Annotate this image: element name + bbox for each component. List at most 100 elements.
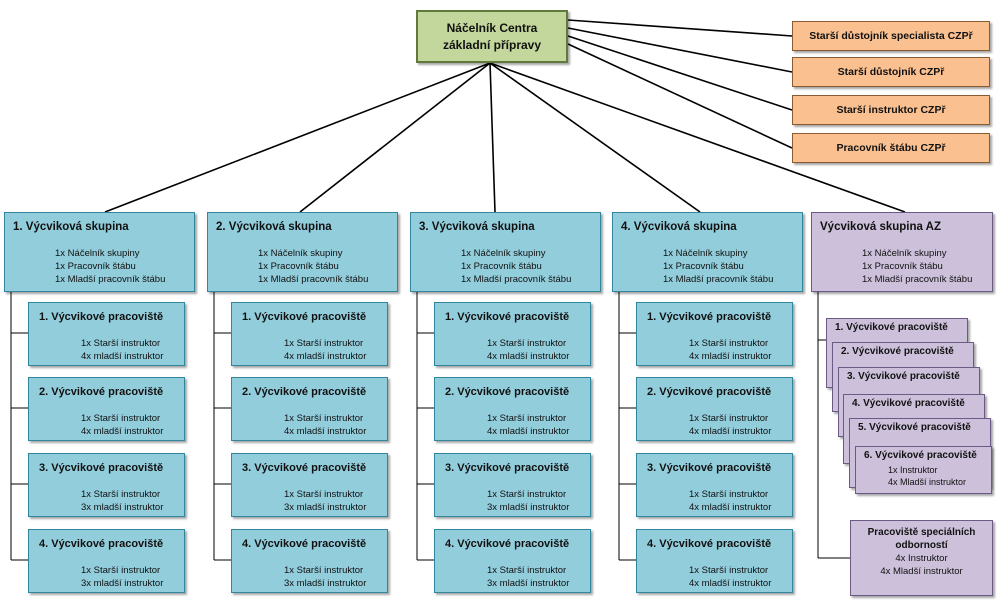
role-line: 1x Starší instruktor — [689, 413, 769, 424]
workstation-node: 1. Výcvikové pracoviště 1x Starší instru… — [28, 302, 185, 366]
role-line: 3x mladší instruktor — [284, 502, 367, 513]
workstation-node: 4. Výcvikové pracoviště 1x Starší instru… — [434, 529, 591, 593]
workstation-roles: 1x Starší instruktor 3x mladší instrukto… — [81, 564, 163, 590]
role-line: 4x mladší instruktor — [689, 502, 772, 513]
workstation-roles: 1x Starší instruktor 4x mladší instrukto… — [689, 488, 771, 514]
workstation-title: 2. Výcvikové pracoviště — [647, 386, 772, 398]
role-line: 1x Pracovník štábu — [663, 261, 744, 272]
role-line: 1x Starší instruktor — [689, 565, 769, 576]
staff-node: Pracovník štábu CZPř — [792, 133, 990, 163]
workstation-node: 4. Výcvikové pracoviště 1x Starší instru… — [636, 529, 793, 593]
workstation-node: 3. Výcvikové pracoviště 1x Starší instru… — [231, 453, 388, 517]
workstation-roles: 1x Starší instruktor 4x mladší instrukto… — [689, 337, 771, 363]
workstation-roles: 1x Starší instruktor 3x mladší instrukto… — [284, 488, 366, 514]
group-roles: 1x Náčelník skupiny 1x Pracovník štábu 1… — [663, 247, 773, 286]
role-line: 4x mladší instruktor — [689, 578, 772, 589]
workstation-node: 2. Výcvikové pracoviště 1x Starší instru… — [434, 377, 591, 441]
staff-label: Starší instruktor CZPř — [836, 104, 946, 116]
role-line: 4x mladší instruktor — [689, 351, 772, 362]
group-az-node: Výcviková skupina AZ 1x Náčelník skupiny… — [811, 212, 993, 292]
workstation-roles: 1x Starší instruktor 4x mladší instrukto… — [284, 412, 366, 438]
workstation-title: 2. Výcvikové pracoviště — [242, 386, 367, 398]
role-line: 4x mladší instruktor — [284, 351, 367, 362]
workstation-node: 2. Výcvikové pracoviště 1x Starší instru… — [231, 377, 388, 441]
role-line: 4x mladší instruktor — [487, 426, 570, 437]
role-line: 3x mladší instruktor — [81, 502, 164, 513]
group-title: 4. Výcviková skupina — [621, 221, 737, 233]
root-title-line1: Náčelník Centra — [446, 20, 538, 35]
role-line: 1x Náčelník skupiny — [55, 248, 140, 259]
workstation-node: 1. Výcvikové pracoviště 1x Starší instru… — [636, 302, 793, 366]
role-line: 1x Starší instruktor — [284, 489, 364, 500]
role-line: 4x mladší instruktor — [487, 351, 570, 362]
group-roles: 1x Náčelník skupiny 1x Pracovník štábu 1… — [461, 247, 571, 286]
workstation-roles: 1x Starší instruktor 4x mladší instrukto… — [284, 337, 366, 363]
role-line: 1x Starší instruktor — [81, 413, 161, 424]
special-workstation-node: Pracoviště speciálních odborností 4x Ins… — [850, 520, 993, 596]
workstation-node: 1. Výcvikové pracoviště 1x Starší instru… — [434, 302, 591, 366]
workstation-node: 2. Výcvikové pracoviště 1x Starší instru… — [28, 377, 185, 441]
workstation-title: 4. Výcvikové pracoviště — [39, 538, 164, 550]
workstation-title: 3. Výcvikové pracoviště — [242, 462, 367, 474]
workstation-roles: 1x Starší instruktor 4x mladší instrukto… — [81, 412, 163, 438]
workstation-roles: 1x Starší instruktor 3x mladší instrukto… — [284, 564, 366, 590]
role-line: 1x Pracovník štábu — [258, 261, 339, 272]
root-title-line2: základní přípravy — [442, 37, 542, 52]
role-line: 1x Pracovník štábu — [461, 261, 542, 272]
role-line: 3x mladší instruktor — [487, 502, 570, 513]
workstation-roles: 1x Starší instruktor 4x mladší instrukto… — [81, 337, 163, 363]
workstation-node: 3. Výcvikové pracoviště 1x Starší instru… — [28, 453, 185, 517]
group-title: 2. Výcviková skupina — [216, 221, 332, 233]
root-node: Náčelník Centra základní přípravy — [416, 10, 568, 63]
staff-label: Pracovník štábu CZPř — [836, 142, 946, 154]
workstation-roles: 1x Starší instruktor 3x mladší instrukto… — [487, 488, 569, 514]
role-line: 1x Starší instruktor — [487, 413, 567, 424]
role-line: 4x mladší instruktor — [284, 426, 367, 437]
group-roles: 1x Náčelník skupiny 1x Pracovník štábu 1… — [862, 247, 972, 286]
workstation-node: 4. Výcvikové pracoviště 1x Starší instru… — [231, 529, 388, 593]
workstation-title: 6. Výcvikové pracoviště — [864, 450, 977, 461]
staff-node: Starší instruktor CZPř — [792, 95, 990, 125]
role-line: 3x mladší instruktor — [487, 578, 570, 589]
workstation-title: 5. Výcvikové pracoviště — [858, 422, 971, 433]
group-roles: 1x Náčelník skupiny 1x Pracovník štábu 1… — [258, 247, 368, 286]
staff-node: Starší důstojník specialista CZPř — [792, 21, 990, 51]
workstation-node: 2. Výcvikové pracoviště 1x Starší instru… — [636, 377, 793, 441]
role-line: 4x Instruktor — [895, 553, 948, 564]
workstation-title: 4. Výcvikové pracoviště — [852, 398, 965, 409]
role-line: 1x Náčelník skupiny — [461, 248, 546, 259]
workstation-roles: 1x Starší instruktor 4x mladší instrukto… — [689, 412, 771, 438]
role-line: 1x Pracovník štábu — [55, 261, 136, 272]
role-line: 1x Náčelník skupiny — [862, 248, 947, 259]
group-roles: 1x Náčelník skupiny 1x Pracovník štábu 1… — [55, 247, 165, 286]
role-line: 1x Starší instruktor — [284, 413, 364, 424]
role-line: 1x Starší instruktor — [81, 565, 161, 576]
group-node: 3. Výcviková skupina 1x Náčelník skupiny… — [410, 212, 601, 292]
role-line: 1x Starší instruktor — [487, 338, 567, 349]
role-line: 1x Starší instruktor — [81, 489, 161, 500]
role-line: 4x mladší instruktor — [81, 351, 164, 362]
role-line: 1x Starší instruktor — [689, 489, 769, 500]
workstation-title: 1. Výcvikové pracoviště — [835, 322, 948, 333]
role-line: 1x Mladší pracovník štábu — [258, 274, 369, 285]
workstation-roles: 1x Starší instruktor 3x mladší instrukto… — [487, 564, 569, 590]
role-line: 1x Starší instruktor — [487, 489, 567, 500]
role-line: 1x Mladší pracovník štábu — [862, 274, 973, 285]
role-line: 1x Starší instruktor — [284, 565, 364, 576]
group-title: Výcviková skupina AZ — [820, 221, 942, 233]
workstation-title: 3. Výcvikové pracoviště — [647, 462, 772, 474]
workstation-title: 1. Výcvikové pracoviště — [39, 311, 164, 323]
role-line: 4x mladší instruktor — [689, 426, 772, 437]
workstation-title: 1. Výcvikové pracoviště — [445, 311, 570, 323]
workstation-title: 4. Výcvikové pracoviště — [242, 538, 367, 550]
workstation-title: 2. Výcvikové pracoviště — [445, 386, 570, 398]
role-line: 1x Pracovník štábu — [862, 261, 943, 272]
staff-node: Starší důstojník CZPř — [792, 57, 990, 87]
workstation-title: 3. Výcvikové pracoviště — [847, 371, 960, 382]
workstation-title: 3. Výcvikové pracoviště — [39, 462, 164, 474]
role-line: 1x Starší instruktor — [284, 338, 364, 349]
workstation-node: 1. Výcvikové pracoviště 1x Starší instru… — [231, 302, 388, 366]
role-line: 1x Náčelník skupiny — [258, 248, 343, 259]
staff-label: Starší důstojník CZPř — [837, 66, 945, 78]
special-title-line2: odborností — [895, 540, 948, 551]
